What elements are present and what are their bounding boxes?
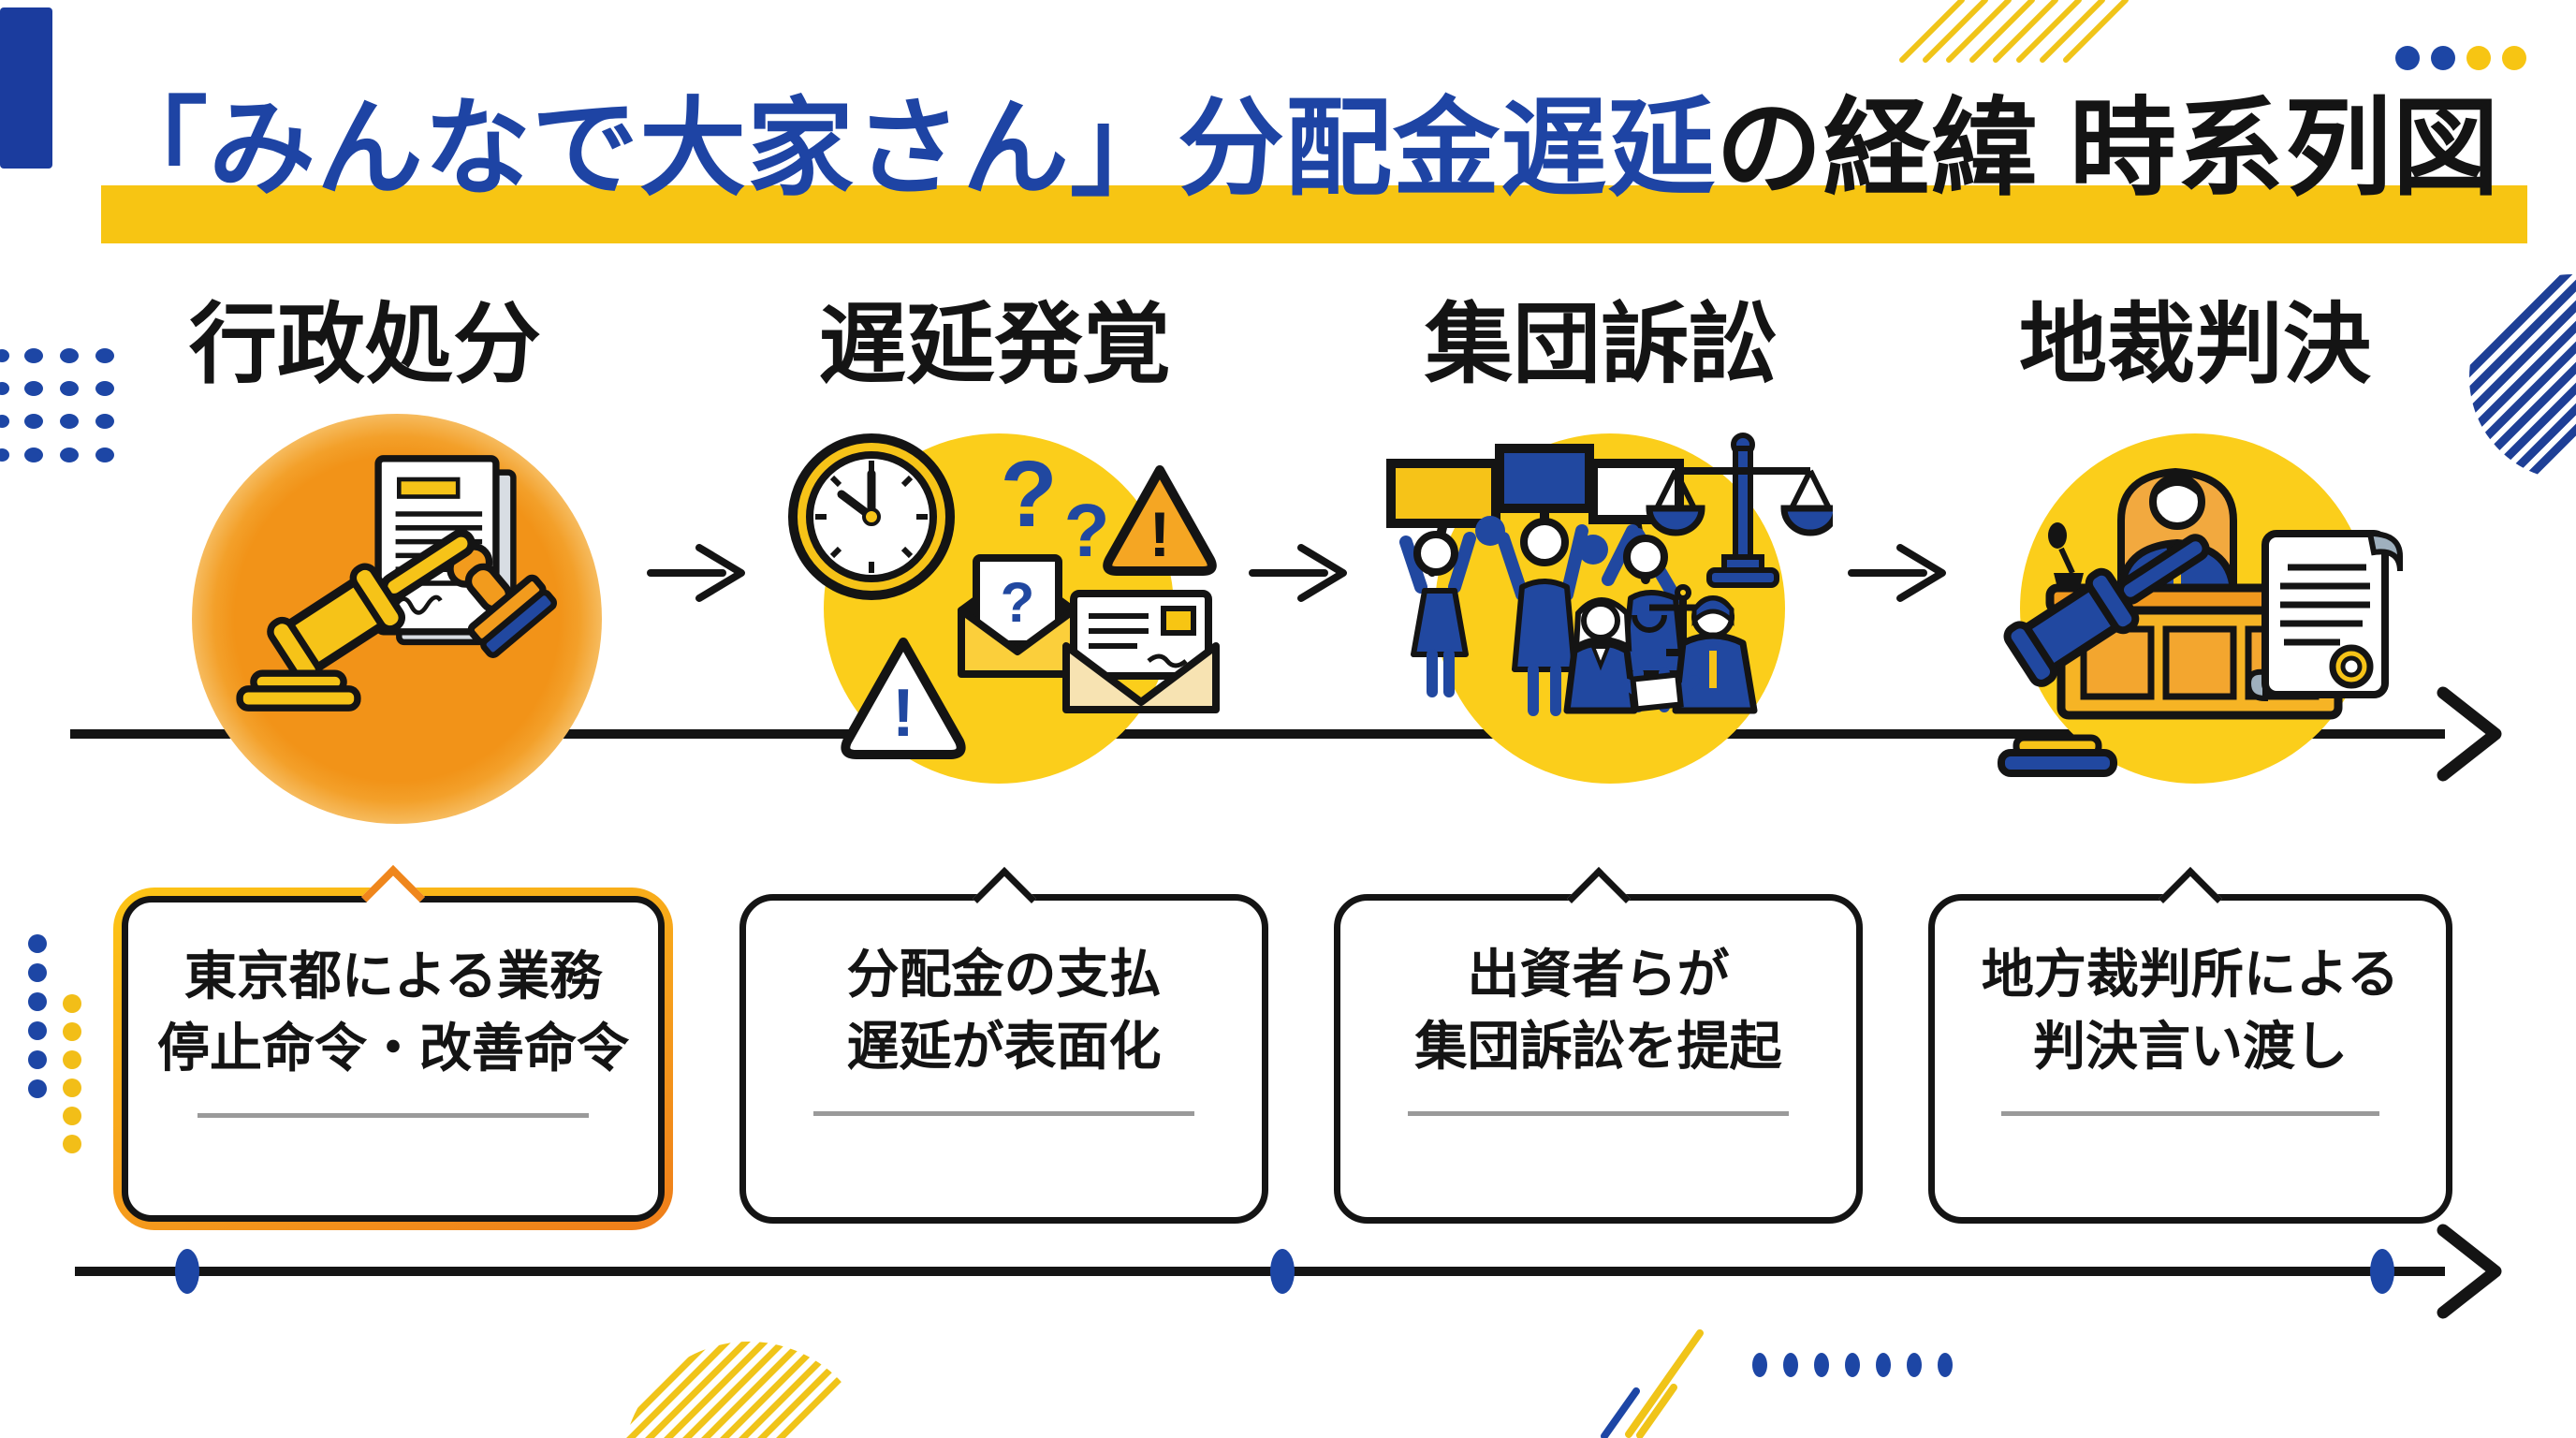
svg-text:?: ? (1001, 571, 1035, 634)
bubble-text: 地方裁判所による 判決言い渡し (1981, 945, 2400, 1077)
scales-of-justice-icon (1646, 433, 1833, 588)
left-dot-columns-decoration (28, 934, 81, 1153)
bottom-diagonal-lines-decoration (1601, 1329, 1704, 1438)
bubble-administrative-action: 東京都による業務 停止命令・改善命令 (113, 865, 673, 1230)
svg-text:?: ? (1000, 442, 1057, 547)
timeline-node-dot (2370, 1249, 2394, 1294)
warning-triangle-white-icon: ! (841, 638, 966, 759)
stage-title-class-action: 集団訴訟 (1424, 295, 1777, 393)
timeline-node-dot (175, 1249, 199, 1294)
envelope-question-icon: ? (958, 554, 1077, 678)
top-stripes-decoration (1899, 0, 2129, 63)
page-title: 「みんなで大家さん」分配金遅延の経緯 時系列図 (101, 69, 2527, 243)
stage-title-delay-discovered: 遅延発覚 (818, 295, 1171, 393)
arrow-stage1-stage2 (647, 544, 745, 602)
protest-scales-agreement-icon (1386, 433, 1833, 716)
bubble-text: 分配金の支払 遅延が表面化 (846, 945, 1162, 1077)
warning-triangle-orange-icon: ! (1103, 465, 1217, 576)
bottom-hatched-circle-decoration (622, 1342, 875, 1438)
bubble-divider (2000, 1110, 2380, 1116)
title-rest-part: の経緯 時系列図 (1716, 90, 2500, 209)
stage-title-administrative-action: 行政処分 (188, 295, 541, 393)
blue-gavel-icon (1998, 534, 2210, 777)
bubble-class-action: 出資者らが 集団訴訟を提起 (1334, 867, 1863, 1224)
bubble-district-court-ruling: 地方裁判所による 判決言い渡し (1928, 867, 2452, 1224)
ruling-scroll-icon (2245, 530, 2403, 702)
left-dot-grid-decoration (0, 348, 114, 462)
timeline-node-dot (1270, 1249, 1295, 1294)
stamp-icon (446, 543, 558, 658)
protest-crowd-icon (1399, 516, 1686, 716)
bubble-delay-discovered: 分配金の支払 遅延が表面化 (739, 867, 1268, 1224)
bubble-divider (1407, 1110, 1790, 1116)
top-right-dots-decoration (2395, 46, 2526, 70)
agreement-people-icon (1563, 595, 1758, 714)
bubble-divider (812, 1110, 1195, 1116)
clock-question-warning-mail-icon: ? ? ! ! ? (788, 433, 1220, 759)
clock-icon (788, 433, 955, 600)
gavel-document-stamp-icon (236, 455, 558, 712)
gavel-icon (236, 529, 476, 712)
question-marks-icon: ? ? (1000, 442, 1109, 572)
microphone-icon (2048, 522, 2067, 549)
judge-bench-gavel-ruling-icon (1998, 467, 2403, 777)
bubble-text: 出資者らが 集団訴訟を提起 (1414, 945, 1782, 1077)
bubble-divider (197, 1112, 590, 1118)
corner-accent-bar (0, 7, 52, 169)
bottom-timeline-arrow (75, 1224, 2502, 1319)
title-highlight-band (101, 185, 2527, 243)
arrow-stage3-stage4 (1848, 544, 1946, 602)
svg-text:!: ! (1149, 499, 1171, 570)
svg-text:!: ! (892, 676, 915, 751)
arrow-stage2-stage3 (1249, 544, 1347, 602)
stage-title-district-court-ruling: 地裁判決 (2018, 295, 2371, 393)
title-highlighted-part: 「みんなで大家さん」分配金遅延 (101, 90, 1717, 209)
bottom-dotted-row-decoration (1752, 1353, 1953, 1377)
bubble-text: 東京都による業務 停止命令・改善命令 (157, 946, 629, 1078)
svg-text:?: ? (1064, 489, 1110, 572)
right-hatched-circle-decoration (2469, 274, 2576, 480)
envelope-letter-icon (1062, 590, 1220, 713)
